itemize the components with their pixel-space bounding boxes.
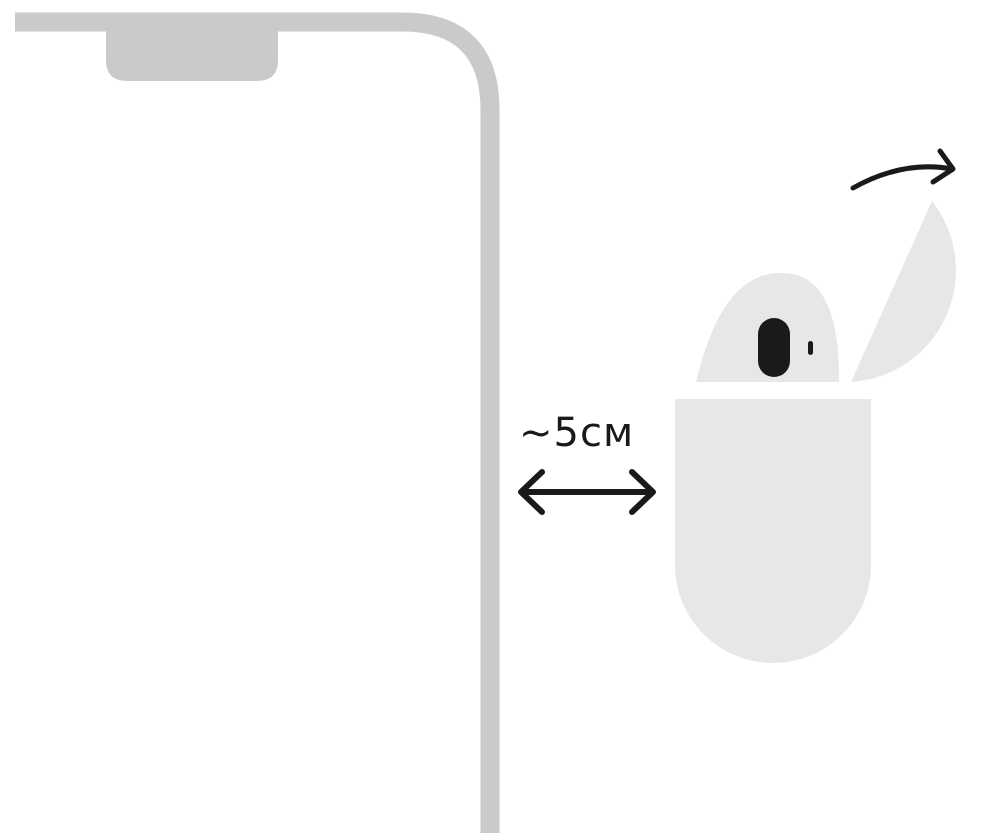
- curved-arrow-icon: [853, 151, 953, 188]
- earbud-mic: [808, 341, 813, 355]
- earbud-sensor: [758, 318, 790, 377]
- earbuds-case: [675, 201, 956, 663]
- phone: [15, 22, 490, 833]
- double-arrow-icon: [521, 472, 653, 512]
- distance-label: ~5см: [519, 410, 634, 456]
- phone-notch: [106, 22, 278, 81]
- case-body: [675, 399, 871, 663]
- phone-frame: [15, 22, 490, 833]
- case-lid: [851, 201, 956, 382]
